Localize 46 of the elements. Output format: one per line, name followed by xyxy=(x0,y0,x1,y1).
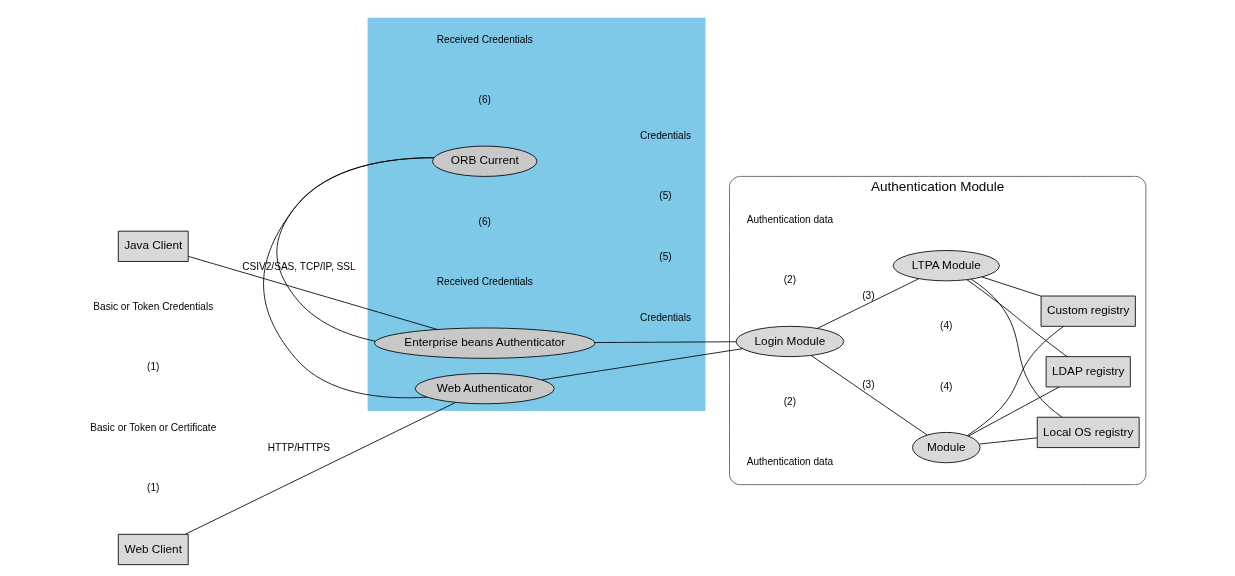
node-ellipse: Module xyxy=(911,432,980,464)
label: (2) xyxy=(783,395,796,407)
node-box: Java Client xyxy=(117,230,189,262)
node-ellipse: Login Module xyxy=(735,325,844,358)
edge-label: CSIV2/SAS, TCP/IP, SSL xyxy=(241,260,356,272)
label: (1) xyxy=(146,361,159,373)
edge-label: (3) xyxy=(861,290,875,302)
connector xyxy=(966,325,1064,436)
connector xyxy=(965,279,1067,358)
node-ellipse: ORB Current xyxy=(431,145,537,177)
node-ellipse: Web Authenticator xyxy=(414,373,555,405)
connector xyxy=(810,355,927,436)
label: (4) xyxy=(939,380,952,392)
label: (5) xyxy=(658,190,672,202)
node-ellipse: Enterprise beans Authenticator xyxy=(373,327,595,359)
cluster xyxy=(367,17,705,411)
edge-label: HTTP/HTTPS xyxy=(267,442,330,454)
label: (6) xyxy=(478,215,491,227)
label: (2) xyxy=(783,274,796,286)
label: Credentials xyxy=(639,311,691,323)
connector xyxy=(981,276,1041,297)
connector xyxy=(593,341,736,343)
node-ellipse: LTPA Module xyxy=(892,250,1000,282)
label: (4) xyxy=(939,319,952,331)
node-box: LDAP registry xyxy=(1045,356,1131,388)
connector xyxy=(541,348,743,381)
label: (1) xyxy=(146,482,159,494)
connector xyxy=(187,256,438,330)
label: Received Credentials xyxy=(436,276,533,288)
label: Basic or Token or Certificate xyxy=(89,421,216,433)
node-box: Web Client xyxy=(117,533,189,566)
label: Authentication data xyxy=(746,456,833,468)
node-box: Local OS registry xyxy=(1036,416,1140,448)
node-box: Custom registry xyxy=(1040,295,1136,327)
label: Received Credentials xyxy=(436,33,533,45)
connector xyxy=(967,386,1059,437)
label: (5) xyxy=(658,250,672,262)
label: Basic or Token Credentials xyxy=(92,300,213,312)
connector xyxy=(816,278,919,329)
edge-label: (3) xyxy=(861,379,875,391)
connector xyxy=(970,278,1062,418)
connector xyxy=(978,437,1038,445)
label: Credentials xyxy=(639,129,691,141)
label: (6) xyxy=(478,94,491,106)
label: Authentication data xyxy=(746,213,833,225)
connector xyxy=(262,157,435,399)
